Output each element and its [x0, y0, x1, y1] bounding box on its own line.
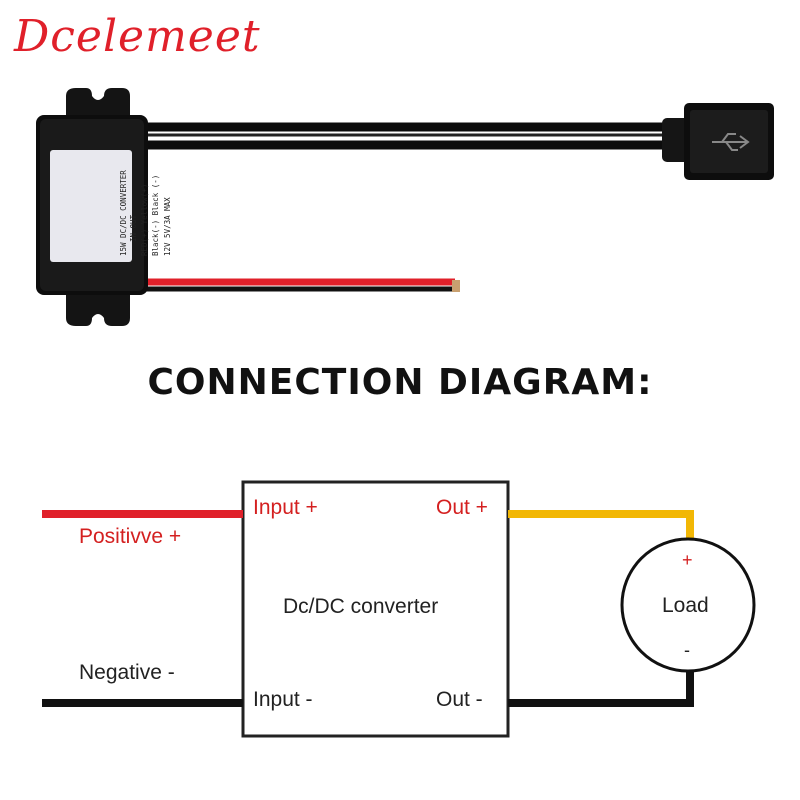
positive-label: Positivve +: [79, 525, 182, 548]
converter-module: 15W DC/DC CONVERTER IN OUT RED(+) Yellow…: [36, 88, 172, 326]
label-line-4: Black(-) Black (-): [151, 175, 160, 256]
out-plus-label: Out +: [436, 496, 488, 519]
input-plus-label: Input +: [253, 496, 318, 519]
load-circle: [620, 537, 756, 673]
label-line-5: 12V 5V/3A MAX: [163, 197, 172, 256]
output-positive-wire: [508, 510, 694, 540]
converter-box: [241, 480, 510, 738]
negative-label: Negative -: [79, 661, 175, 684]
load-label: Load: [662, 594, 709, 617]
product-photo: 15W DC/DC CONVERTER IN OUT RED(+) Yellow…: [36, 88, 774, 326]
label-line-3: RED(+) Yellow(+): [140, 184, 149, 256]
diagram-title: CONNECTION DIAGRAM:: [147, 362, 653, 403]
load-plus-label: +: [682, 550, 693, 570]
converter-label: Dc/DC converter: [283, 595, 439, 618]
input-minus-label: Input -: [253, 688, 313, 711]
output-negative-wire: [508, 672, 694, 707]
load-minus-label: -: [684, 640, 690, 660]
brand-logo: Dcelemeet: [14, 11, 261, 62]
usb-connector-icon: [662, 103, 774, 180]
label-line-2: IN OUT: [129, 214, 138, 242]
label-line-1: 15W DC/DC CONVERTER: [119, 170, 128, 256]
out-minus-label: Out -: [436, 688, 483, 711]
